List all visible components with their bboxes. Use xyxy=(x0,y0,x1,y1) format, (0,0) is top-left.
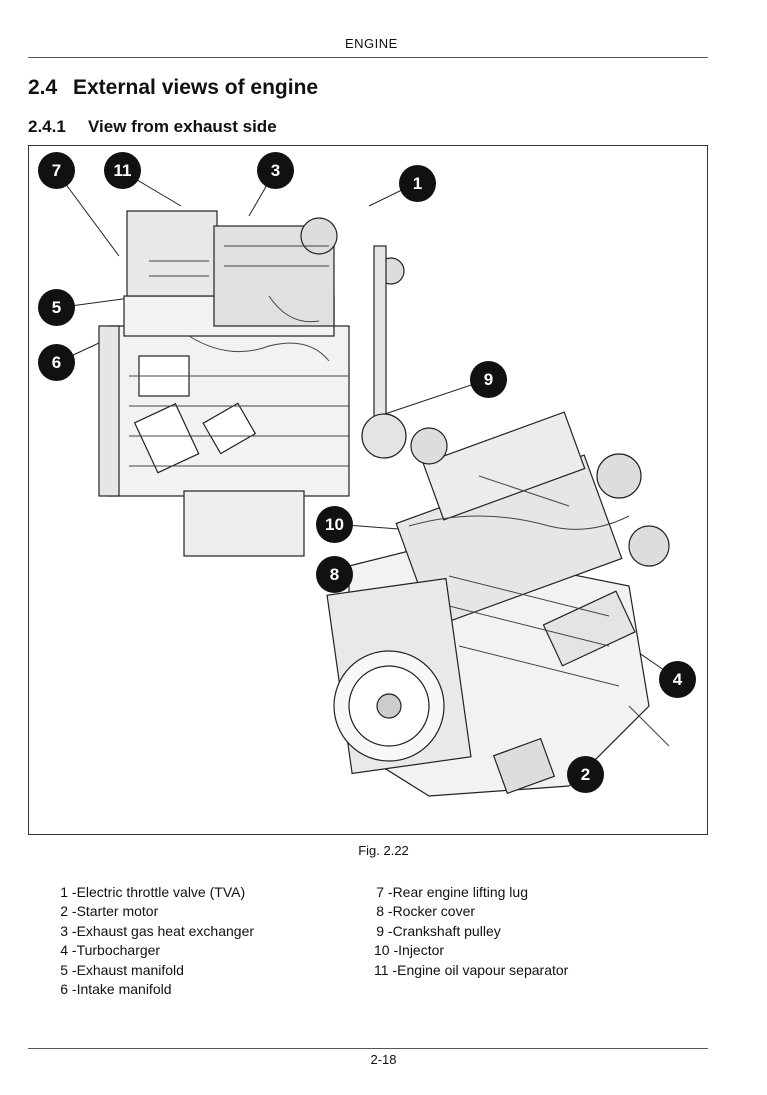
callout-7: 7 xyxy=(38,152,75,189)
legend-number: 6 xyxy=(60,981,68,998)
figure-caption: Fig. 2.22 xyxy=(358,843,409,858)
legend-text: Intake manifold xyxy=(76,981,172,998)
engine-figure: 7 11 3 1 5 6 9 10 8 4 2 xyxy=(28,145,708,835)
legend-number: 1 xyxy=(60,884,68,900)
legend-text: Exhaust gas heat exchanger xyxy=(76,922,255,939)
callout-2: 2 xyxy=(567,756,604,793)
legend-text: Electric throttle valve (TVA) xyxy=(76,884,246,900)
legend-number: 11 xyxy=(374,961,389,978)
legend-number: 7 xyxy=(376,884,384,900)
legend-item: 4 -Turbocharger xyxy=(58,941,254,960)
legend-number: 5 xyxy=(60,961,68,978)
legend-item: 7 -Rear engine lifting lug xyxy=(374,883,568,902)
legend-item: 3 -Exhaust gas heat exchanger xyxy=(58,922,254,941)
section-title: External views of engine xyxy=(73,76,319,99)
subsection-number: 2.4.1 xyxy=(28,117,66,136)
legend-text: Injector xyxy=(398,942,445,959)
callout-6: 6 xyxy=(38,344,75,381)
legend-text: Engine oil vapour separator xyxy=(397,961,569,978)
callout-1: 1 xyxy=(399,165,436,202)
page-number: 2-18 xyxy=(370,1052,397,1067)
legend-item: 6 -Intake manifold xyxy=(58,980,254,999)
subsection-title: View from exhaust side xyxy=(88,117,277,136)
legend-item: 10 -Injector xyxy=(374,941,568,960)
legend-text: Exhaust manifold xyxy=(76,961,184,978)
callout-11: 11 xyxy=(104,152,141,189)
legend-text: Crankshaft pulley xyxy=(392,922,501,939)
legend-text: Starter motor xyxy=(76,903,159,920)
legend-item: 2 -Starter motor xyxy=(58,902,254,921)
legend-item: 9 -Crankshaft pulley xyxy=(374,922,568,941)
legend-number: 3 xyxy=(60,922,68,939)
footer-rule xyxy=(28,1048,708,1049)
legend-item: 5 -Exhaust manifold xyxy=(58,961,254,980)
section-heading: 2.4 External views of engine xyxy=(28,76,318,100)
engine-exhaust-side-drawing xyxy=(98,210,407,557)
legend-number: 10 xyxy=(374,942,390,959)
legend-item: 11 -Engine oil vapour separator xyxy=(374,961,568,980)
engine-illustration xyxy=(55,170,678,797)
legend-number: 9 xyxy=(376,922,384,939)
callout-10: 10 xyxy=(316,506,353,543)
legend-text: Turbocharger xyxy=(76,942,161,959)
callout-4: 4 xyxy=(659,661,696,698)
legend-right-column: 7 -Rear engine lifting lug 8 -Rocker cov… xyxy=(374,883,568,980)
legend-text: Rear engine lifting lug xyxy=(392,884,528,900)
legend-number: 4 xyxy=(60,942,68,959)
callout-8: 8 xyxy=(316,556,353,593)
legend-item: 1 -Electric throttle valve (TVA) xyxy=(58,883,254,902)
header-rule xyxy=(28,57,708,58)
legend-text: Rocker cover xyxy=(392,903,476,920)
legend-number: 8 xyxy=(376,903,384,920)
section-number: 2.4 xyxy=(28,76,58,99)
callout-5: 5 xyxy=(38,289,75,326)
callout-3: 3 xyxy=(257,152,294,189)
header-title: ENGINE xyxy=(345,36,398,51)
legend-left-column: 1 -Electric throttle valve (TVA) 2 -Star… xyxy=(58,883,254,999)
callout-9: 9 xyxy=(470,361,507,398)
engine-flywheel-side-drawing xyxy=(326,411,670,797)
subsection-heading: 2.4.1 View from exhaust side xyxy=(28,117,277,137)
legend-item: 8 -Rocker cover xyxy=(374,902,568,921)
legend-number: 2 xyxy=(60,903,68,920)
